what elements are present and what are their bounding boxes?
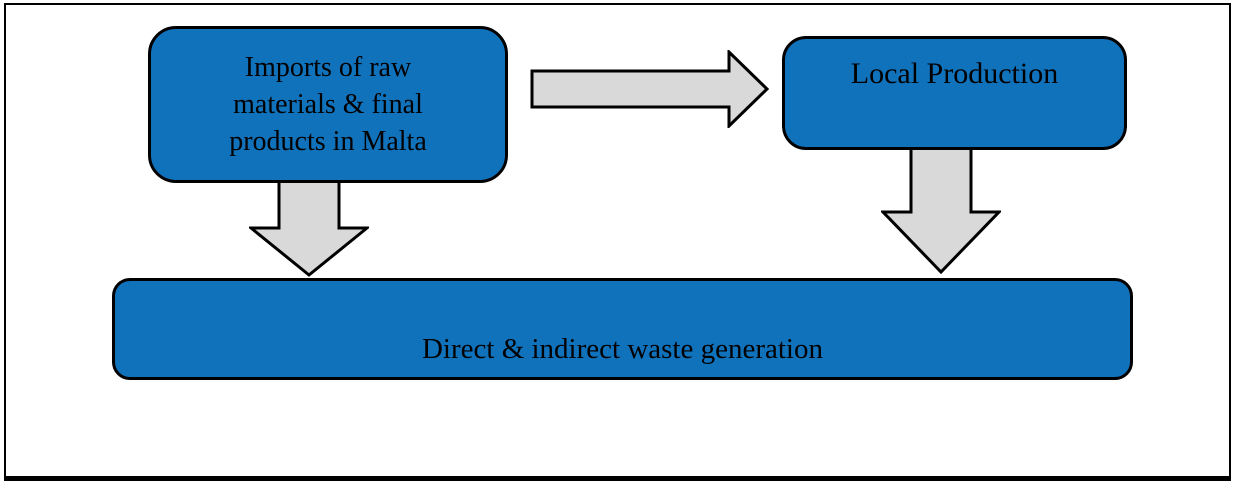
node-waste-generation: Direct & indirect waste generation bbox=[112, 278, 1133, 380]
down-block-arrow-right-icon bbox=[881, 147, 1001, 274]
node-imports-raw-materials: Imports of raw materials & final product… bbox=[148, 26, 508, 183]
node-local-production-label: Local Production bbox=[850, 57, 1059, 90]
right-block-arrow-icon bbox=[530, 50, 770, 128]
node-local-production: Local Production bbox=[782, 36, 1127, 150]
node-imports-label: Imports of raw materials & final product… bbox=[229, 52, 427, 157]
node-waste-generation-label: Direct & indirect waste generation bbox=[421, 333, 823, 365]
down-block-arrow-left-icon bbox=[249, 180, 369, 277]
diagram-frame bbox=[4, 3, 1231, 481]
